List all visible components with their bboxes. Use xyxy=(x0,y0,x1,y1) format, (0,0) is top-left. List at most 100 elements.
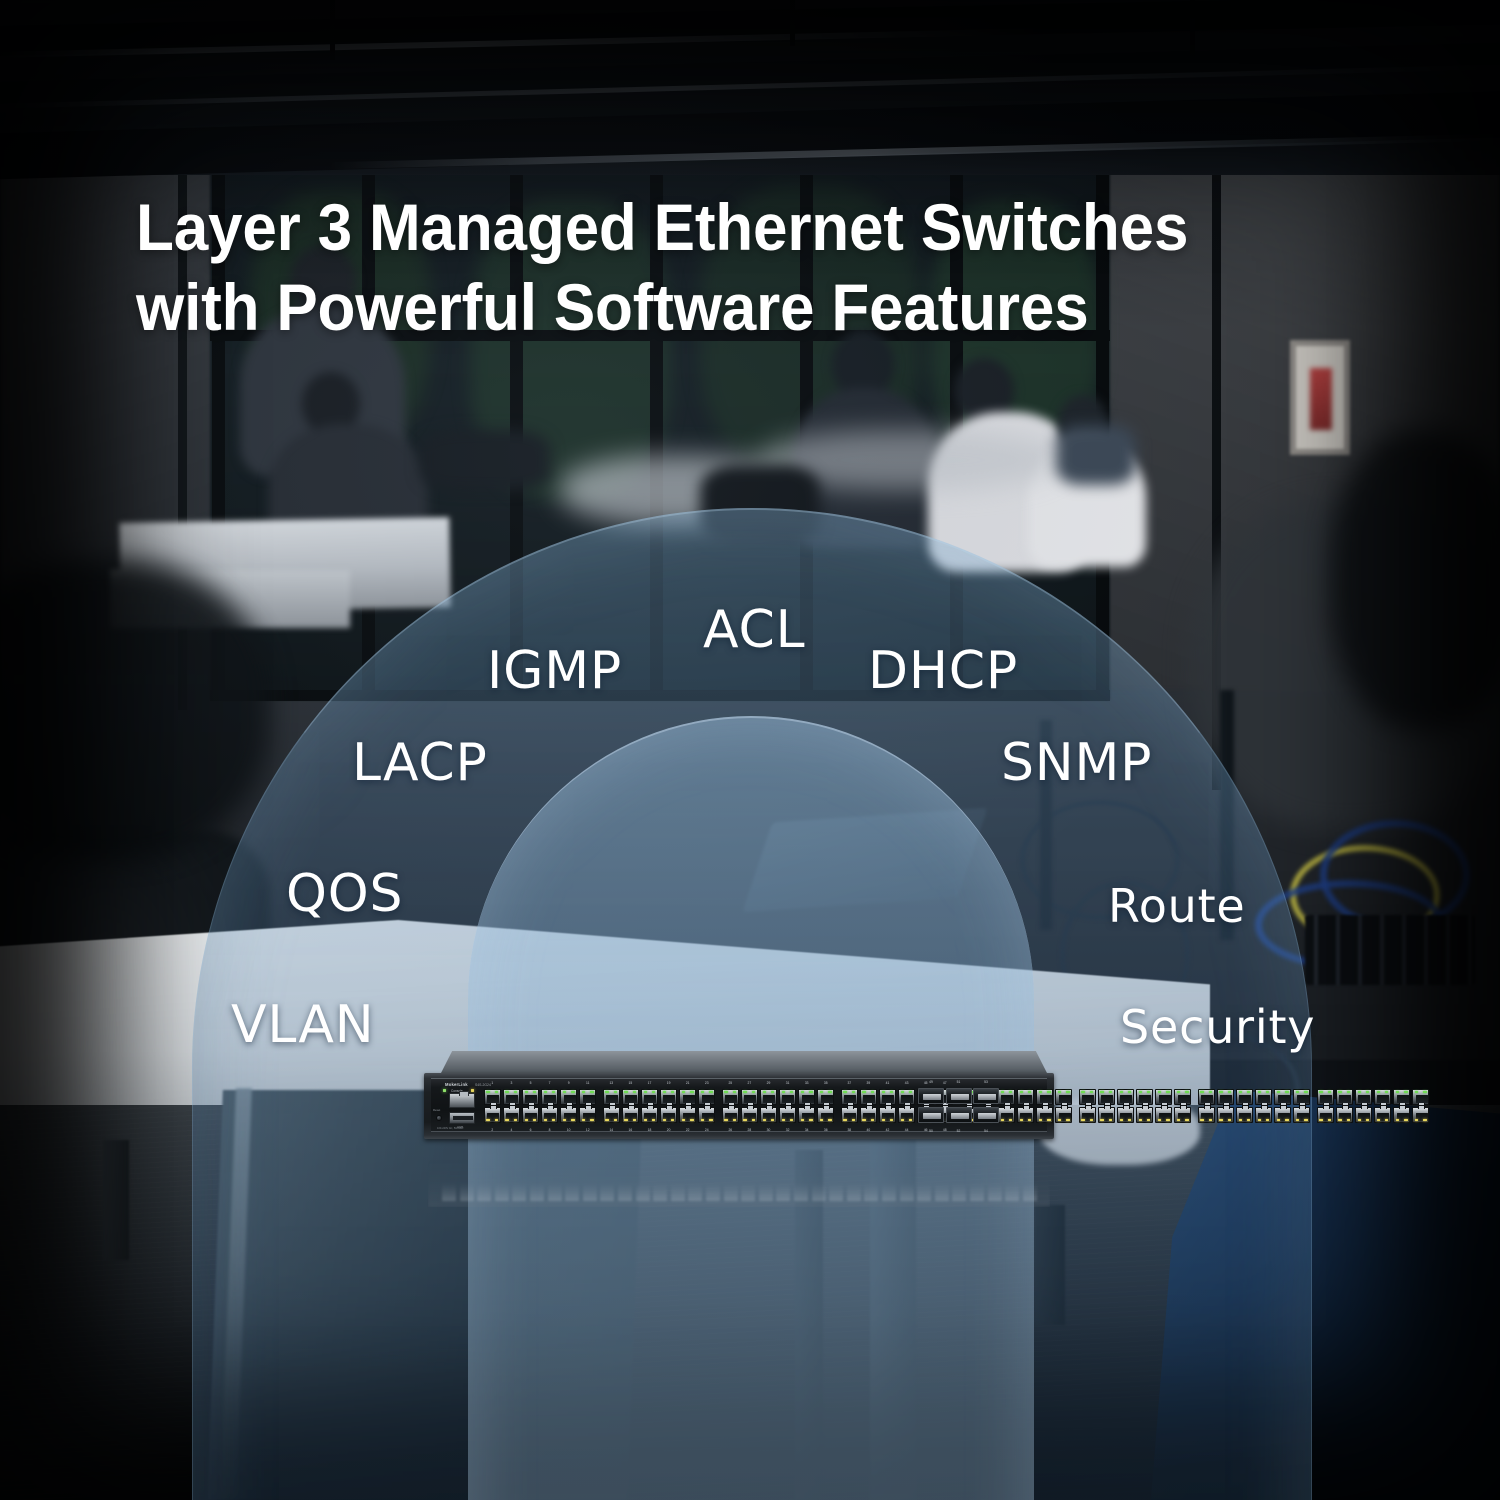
rj45-port-upper[interactable] xyxy=(503,1089,520,1108)
rj45-port-upper[interactable] xyxy=(1374,1089,1391,1108)
rj45-port-lower[interactable] xyxy=(1017,1104,1034,1123)
rj45-port-upper[interactable] xyxy=(560,1089,577,1108)
rj45-port-pair[interactable] xyxy=(1054,1086,1073,1126)
rj45-port-lower[interactable] xyxy=(841,1104,858,1123)
rj45-port-upper[interactable] xyxy=(1336,1089,1353,1108)
rj45-port-upper[interactable] xyxy=(779,1089,796,1108)
rj45-port-pair[interactable] xyxy=(997,1086,1016,1126)
rj45-port-upper[interactable] xyxy=(1036,1089,1053,1108)
rj45-port-pair[interactable] xyxy=(1392,1086,1411,1126)
rj45-port-upper[interactable] xyxy=(998,1089,1015,1108)
rj45-port-upper[interactable] xyxy=(760,1089,777,1108)
rj45-port-pair[interactable] xyxy=(1354,1086,1373,1126)
rj45-port-lower[interactable] xyxy=(503,1104,520,1123)
rj45-port-upper[interactable] xyxy=(798,1089,815,1108)
rj45-port-lower[interactable] xyxy=(579,1104,597,1123)
rj45-port-pair[interactable] xyxy=(1292,1086,1311,1126)
rj45-port-pair[interactable] xyxy=(1097,1086,1116,1126)
rj45-port-lower[interactable] xyxy=(779,1104,796,1123)
rj45-port-pair[interactable] xyxy=(1197,1086,1216,1126)
rj45-port-upper[interactable] xyxy=(641,1089,658,1108)
console-rj45-port[interactable] xyxy=(449,1091,475,1108)
rj45-port-lower[interactable] xyxy=(1255,1104,1272,1123)
sfp-cage-lower[interactable] xyxy=(918,1107,944,1123)
rj45-port-upper[interactable] xyxy=(1255,1089,1272,1108)
reset-button[interactable] xyxy=(436,1115,442,1121)
rj45-port-pair[interactable] xyxy=(1016,1086,1035,1126)
rj45-port-pair[interactable] xyxy=(1411,1086,1430,1126)
rj45-port-lower[interactable] xyxy=(722,1104,739,1123)
rj45-port-lower[interactable] xyxy=(1198,1104,1215,1123)
rj45-port-upper[interactable] xyxy=(860,1089,877,1108)
rj45-port-pair[interactable] xyxy=(1254,1086,1273,1126)
rj45-port-pair[interactable] xyxy=(1316,1086,1335,1126)
rj45-port-upper[interactable] xyxy=(603,1089,620,1108)
rj45-port-upper[interactable] xyxy=(898,1089,915,1108)
rj45-port-lower[interactable] xyxy=(998,1104,1015,1123)
rj45-port-lower[interactable] xyxy=(1336,1104,1353,1123)
rj45-port-upper[interactable] xyxy=(484,1089,501,1108)
rj45-port-upper[interactable] xyxy=(1174,1089,1192,1108)
rj45-port-upper[interactable] xyxy=(1198,1089,1215,1108)
rj45-port-upper[interactable] xyxy=(817,1089,835,1108)
rj45-port-upper[interactable] xyxy=(1293,1089,1311,1108)
rj45-port-pair[interactable] xyxy=(1273,1086,1292,1126)
rj45-port-pair[interactable] xyxy=(1335,1086,1354,1126)
sfp-cage-lower[interactable] xyxy=(973,1107,999,1123)
rj45-port-lower[interactable] xyxy=(522,1104,539,1123)
rj45-port-upper[interactable] xyxy=(1393,1089,1410,1108)
rj45-port-pair[interactable] xyxy=(1373,1086,1392,1126)
rj45-port-lower[interactable] xyxy=(898,1104,915,1123)
rj45-port-lower[interactable] xyxy=(1155,1104,1172,1123)
rj45-port-lower[interactable] xyxy=(1098,1104,1115,1123)
rj45-port-lower[interactable] xyxy=(484,1104,501,1123)
rj45-port-lower[interactable] xyxy=(1317,1104,1334,1123)
rj45-port-upper[interactable] xyxy=(1155,1089,1172,1108)
rj45-port-upper[interactable] xyxy=(1136,1089,1153,1108)
rj45-port-lower[interactable] xyxy=(879,1104,896,1123)
rj45-port-upper[interactable] xyxy=(1412,1089,1430,1108)
rj45-port-lower[interactable] xyxy=(1412,1104,1430,1123)
rj45-port-lower[interactable] xyxy=(1117,1104,1134,1123)
rj45-port-upper[interactable] xyxy=(841,1089,858,1108)
rj45-port-lower[interactable] xyxy=(541,1104,558,1123)
rj45-port-lower[interactable] xyxy=(698,1104,716,1123)
rj45-port-upper[interactable] xyxy=(1017,1089,1034,1108)
rj45-port-pair[interactable] xyxy=(1216,1086,1235,1126)
rj45-port-upper[interactable] xyxy=(722,1089,739,1108)
rj45-port-upper[interactable] xyxy=(1117,1089,1134,1108)
sfp-cage-upper[interactable] xyxy=(918,1088,944,1104)
rj45-port-upper[interactable] xyxy=(1098,1089,1115,1108)
rj45-port-pair[interactable] xyxy=(1116,1086,1135,1126)
rj45-port-lower[interactable] xyxy=(660,1104,677,1123)
rj45-port-upper[interactable] xyxy=(741,1089,758,1108)
rj45-port-pair[interactable] xyxy=(1035,1086,1054,1126)
rj45-port-lower[interactable] xyxy=(1036,1104,1053,1123)
rj45-port-lower[interactable] xyxy=(1355,1104,1372,1123)
rj45-port-lower[interactable] xyxy=(817,1104,835,1123)
rj45-port-upper[interactable] xyxy=(1355,1089,1372,1108)
rj45-port-upper[interactable] xyxy=(1079,1089,1096,1108)
rj45-port-lower[interactable] xyxy=(1136,1104,1153,1123)
rj45-port-lower[interactable] xyxy=(622,1104,639,1123)
rj45-port-lower[interactable] xyxy=(560,1104,577,1123)
rj45-port-upper[interactable] xyxy=(579,1089,597,1108)
rj45-port-pair[interactable] xyxy=(1154,1086,1173,1126)
sfp-cage-upper[interactable] xyxy=(945,1088,972,1104)
